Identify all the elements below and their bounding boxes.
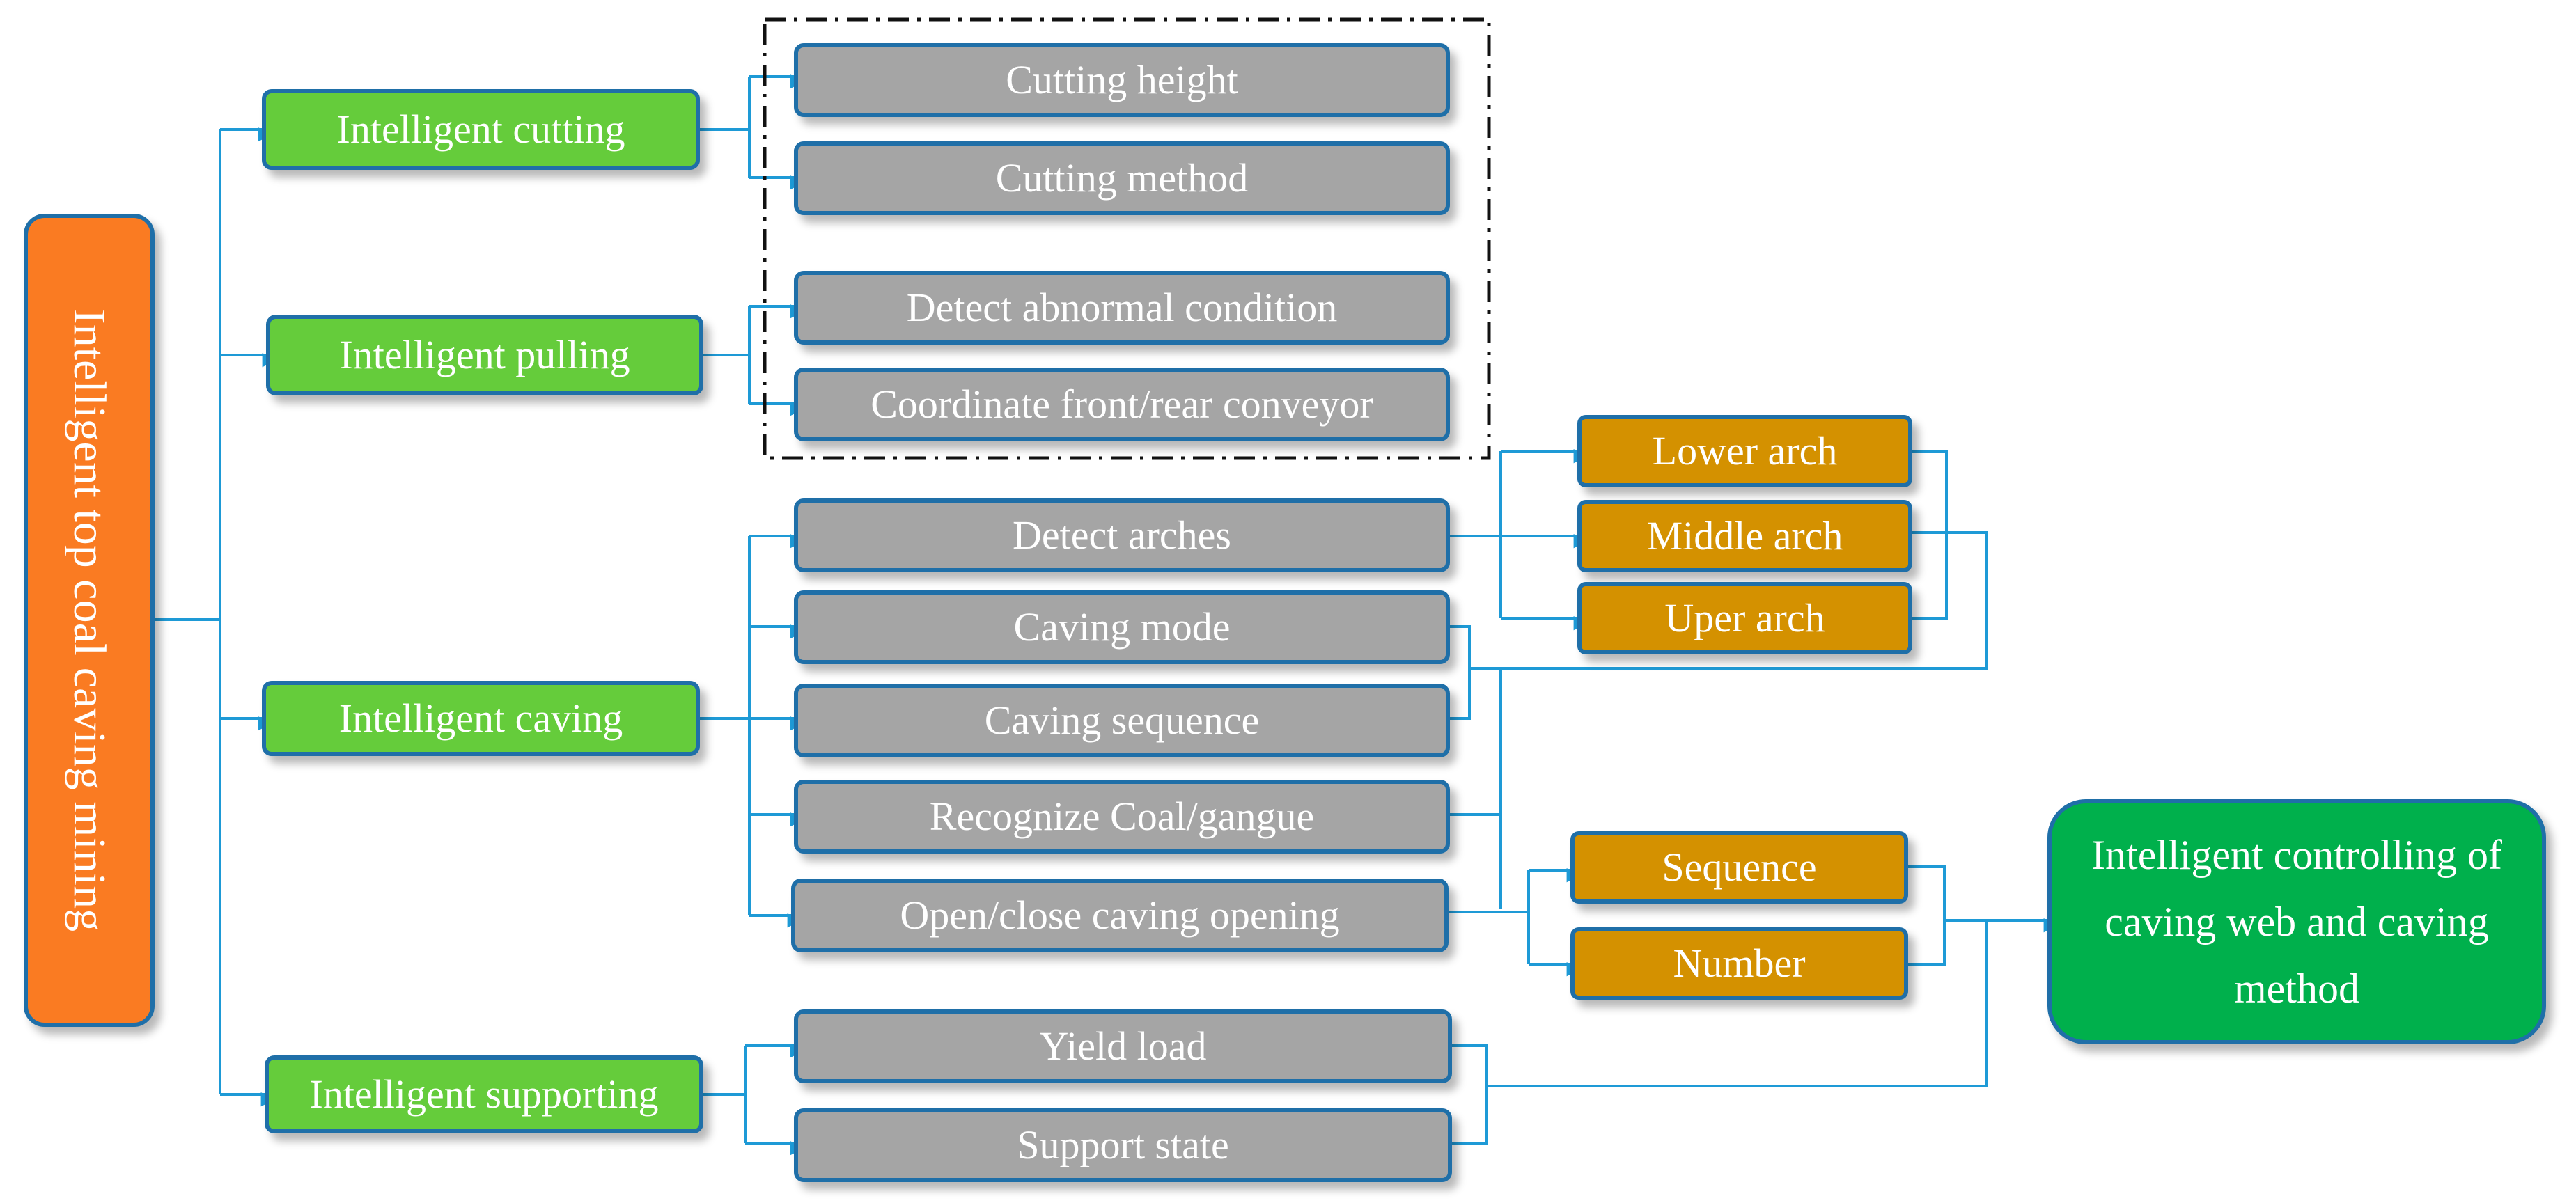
node-intelligent-supporting: Intelligent supporting bbox=[265, 1055, 703, 1133]
node-label: Middle arch bbox=[1646, 512, 1843, 558]
node-label: Support state bbox=[1017, 1122, 1229, 1167]
node-caving-sequence: Caving sequence bbox=[794, 684, 1450, 757]
node-label: Number bbox=[1673, 940, 1806, 986]
node-coordinate-conveyor: Coordinate front/rear conveyor bbox=[794, 368, 1450, 441]
node-support-state: Support state bbox=[794, 1108, 1452, 1182]
node-label: Coordinate front/rear conveyor bbox=[871, 381, 1373, 427]
node-recognize-coal-gangue: Recognize Coal/gangue bbox=[794, 780, 1450, 854]
node-cutting-method: Cutting method bbox=[794, 141, 1450, 215]
node-middle-arch: Middle arch bbox=[1577, 500, 1912, 572]
node-label: Open/close caving opening bbox=[900, 892, 1340, 938]
dashed-frame bbox=[763, 17, 1491, 460]
node-open-close-caving-opening: Open/close caving opening bbox=[791, 879, 1449, 952]
node-label: Detect abnormal condition bbox=[906, 284, 1338, 330]
node-cutting-height: Cutting height bbox=[794, 43, 1450, 117]
node-intelligent-controlling-result: Intelligent controlling of caving web an… bbox=[2047, 799, 2546, 1044]
node-detect-abnormal-condition: Detect abnormal condition bbox=[794, 271, 1450, 345]
node-label: Caving mode bbox=[1013, 604, 1231, 650]
node-intelligent-pulling: Intelligent pulling bbox=[266, 315, 703, 395]
node-label: Yield load bbox=[1039, 1023, 1207, 1069]
node-sequence: Sequence bbox=[1570, 831, 1908, 904]
node-label: Intelligent supporting bbox=[309, 1071, 659, 1117]
node-number: Number bbox=[1570, 927, 1908, 1000]
node-detect-arches: Detect arches bbox=[794, 498, 1450, 572]
node-label: Detect arches bbox=[1013, 512, 1231, 558]
node-intelligent-cutting: Intelligent cutting bbox=[262, 89, 700, 170]
node-label: Intelligent controlling of caving web an… bbox=[2091, 832, 2502, 1012]
node-label: Caving sequence bbox=[984, 697, 1260, 743]
node-label: Cutting method bbox=[995, 155, 1249, 200]
node-label: Sequence bbox=[1662, 844, 1817, 890]
root-label: Intelligent top coal caving mining bbox=[63, 308, 115, 932]
node-label: Cutting height bbox=[1006, 56, 1238, 102]
node-intelligent-caving: Intelligent caving bbox=[262, 681, 700, 756]
node-label: Uper arch bbox=[1664, 595, 1825, 640]
node-label: Lower arch bbox=[1652, 427, 1838, 473]
node-uper-arch: Uper arch bbox=[1577, 582, 1912, 654]
node-label: Intelligent caving bbox=[338, 695, 623, 741]
node-lower-arch: Lower arch bbox=[1577, 415, 1912, 487]
node-label: Recognize Coal/gangue bbox=[929, 793, 1315, 839]
node-caving-mode: Caving mode bbox=[794, 590, 1450, 664]
node-label: Intelligent cutting bbox=[336, 106, 625, 152]
root-node: Intelligent top coal caving mining bbox=[24, 214, 155, 1027]
node-label: Intelligent pulling bbox=[339, 331, 630, 377]
node-yield-load: Yield load bbox=[794, 1009, 1452, 1083]
